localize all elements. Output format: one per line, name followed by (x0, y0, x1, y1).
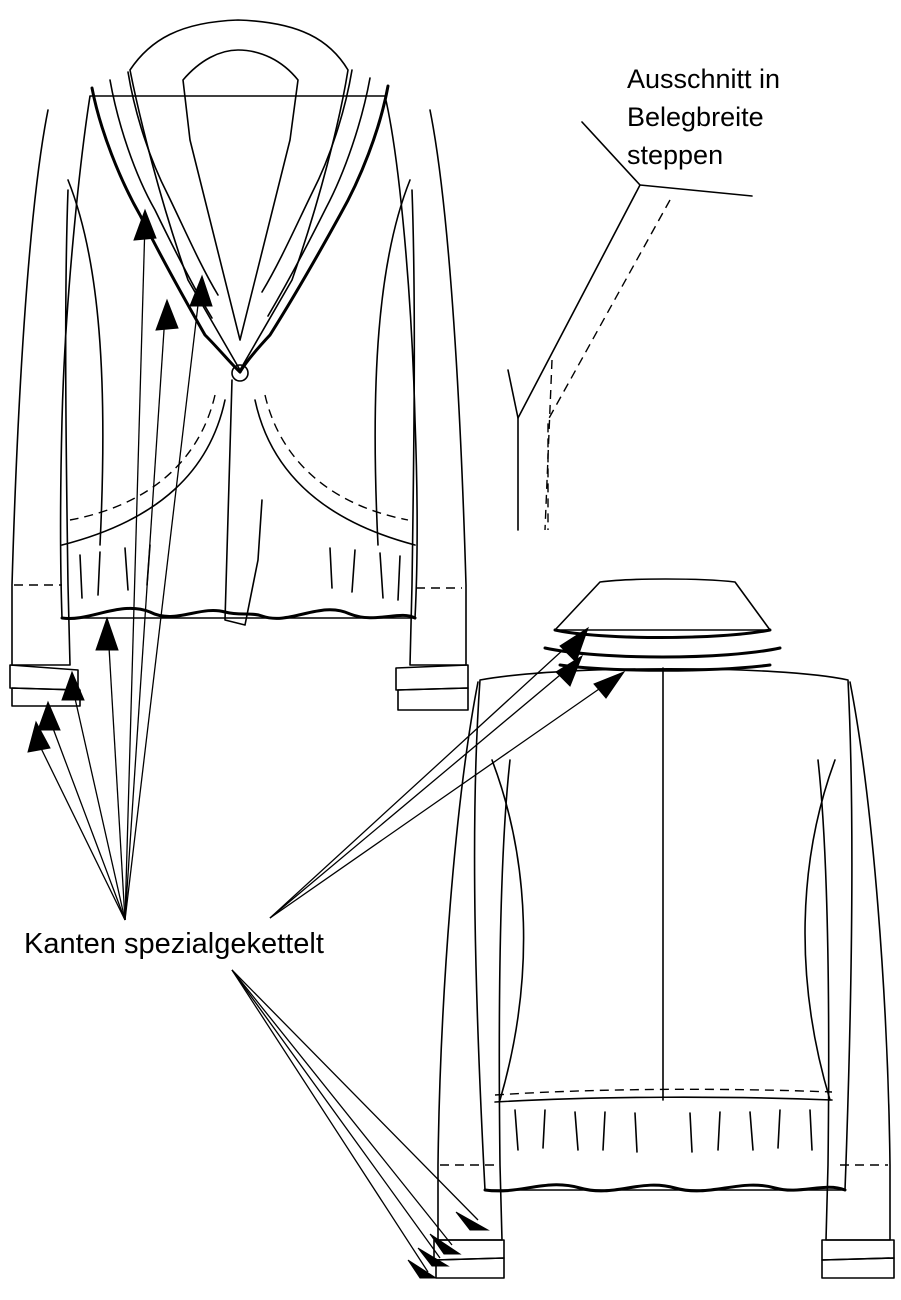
back-body-outline (473, 667, 853, 1191)
arrowhead-back-cuff-2 (429, 1233, 462, 1255)
detail-neck-edge (517, 184, 641, 531)
neckline-note-line-1: Ausschnitt in (627, 64, 781, 94)
front-collar (129, 19, 349, 371)
front-left-sleeve (11, 109, 71, 666)
back-right-sleeve (817, 681, 891, 1241)
front-peplum-hem (60, 606, 417, 620)
back-left-princess-seam (491, 759, 525, 1101)
back-right-princess-seam (804, 759, 836, 1101)
back-waist-stitch (494, 1088, 833, 1096)
detail-stitch-line-inner (544, 359, 553, 531)
arrowhead-front-collar-3 (189, 274, 213, 307)
front-right-ruffle-1 (238, 84, 390, 374)
front-right-sleeve (409, 109, 467, 666)
front-view (9, 19, 469, 711)
arrowhead-front-cuff-3 (27, 720, 51, 753)
detail-stitch-line (547, 199, 671, 530)
arrowhead-back-collar-2 (555, 654, 584, 687)
arrowhead-front-cuff-2 (37, 700, 61, 731)
neckline-note-line-2: Belegbreite (627, 102, 764, 132)
back-peplum-gathers (514, 1109, 813, 1153)
front-button (231, 364, 249, 382)
arrowhead-front-collar-1 (133, 208, 157, 241)
front-left-ruffle-3 (127, 71, 219, 296)
back-left-sleeve (437, 681, 511, 1241)
back-collar-ruffle-1 (553, 628, 772, 639)
arrowhead-front-collar-2 (155, 298, 179, 331)
edge-finish-note: Kanten spezialgekettelt (24, 928, 324, 960)
front-drape (224, 379, 263, 626)
arrowhead-front-hem (95, 616, 119, 651)
back-peplum-hem (483, 1183, 847, 1193)
arrowhead-back-cuff-4 (407, 1259, 438, 1279)
front-right-cuff-ruffles (395, 664, 469, 711)
front-curved-hem-left (61, 399, 226, 546)
front-left-princess-seam (67, 179, 104, 546)
back-right-cuff-ruffles (821, 1239, 895, 1279)
arrowhead-front-cuff-1 (61, 670, 85, 701)
front-right-princess-seam (374, 179, 411, 546)
arrowhead-back-collar-1 (559, 626, 589, 663)
front-peplum-gathers (79, 544, 401, 601)
front-left-ruffle-2 (109, 79, 213, 319)
neckline-detail (507, 121, 753, 531)
neckline-detail-note: Ausschnitt in Belegbreite steppen (627, 60, 780, 174)
front-curved-hem-right-stitch (264, 394, 409, 521)
detail-corner-flap (507, 369, 519, 419)
arrowhead-back-cuff-1 (455, 1211, 490, 1231)
neckline-note-line-3: steppen (627, 140, 724, 170)
front-left-ruffle-1 (90, 86, 242, 374)
back-view (433, 578, 895, 1279)
front-right-ruffle-3 (261, 69, 353, 293)
front-right-ruffle-2 (267, 77, 371, 317)
arrowhead-back-cuff-3 (417, 1247, 450, 1267)
front-neck-opening (182, 49, 299, 341)
front-body-outline (59, 95, 419, 619)
front-curved-hem-left-stitch (69, 394, 216, 521)
back-collar (554, 578, 771, 631)
arrowhead-back-collar-3 (593, 670, 626, 699)
edge-callout-pointers (27, 208, 626, 1279)
back-left-cuff-ruffles (433, 1239, 505, 1279)
front-curved-hem-right (254, 399, 416, 546)
back-waist-seam (494, 1096, 833, 1103)
